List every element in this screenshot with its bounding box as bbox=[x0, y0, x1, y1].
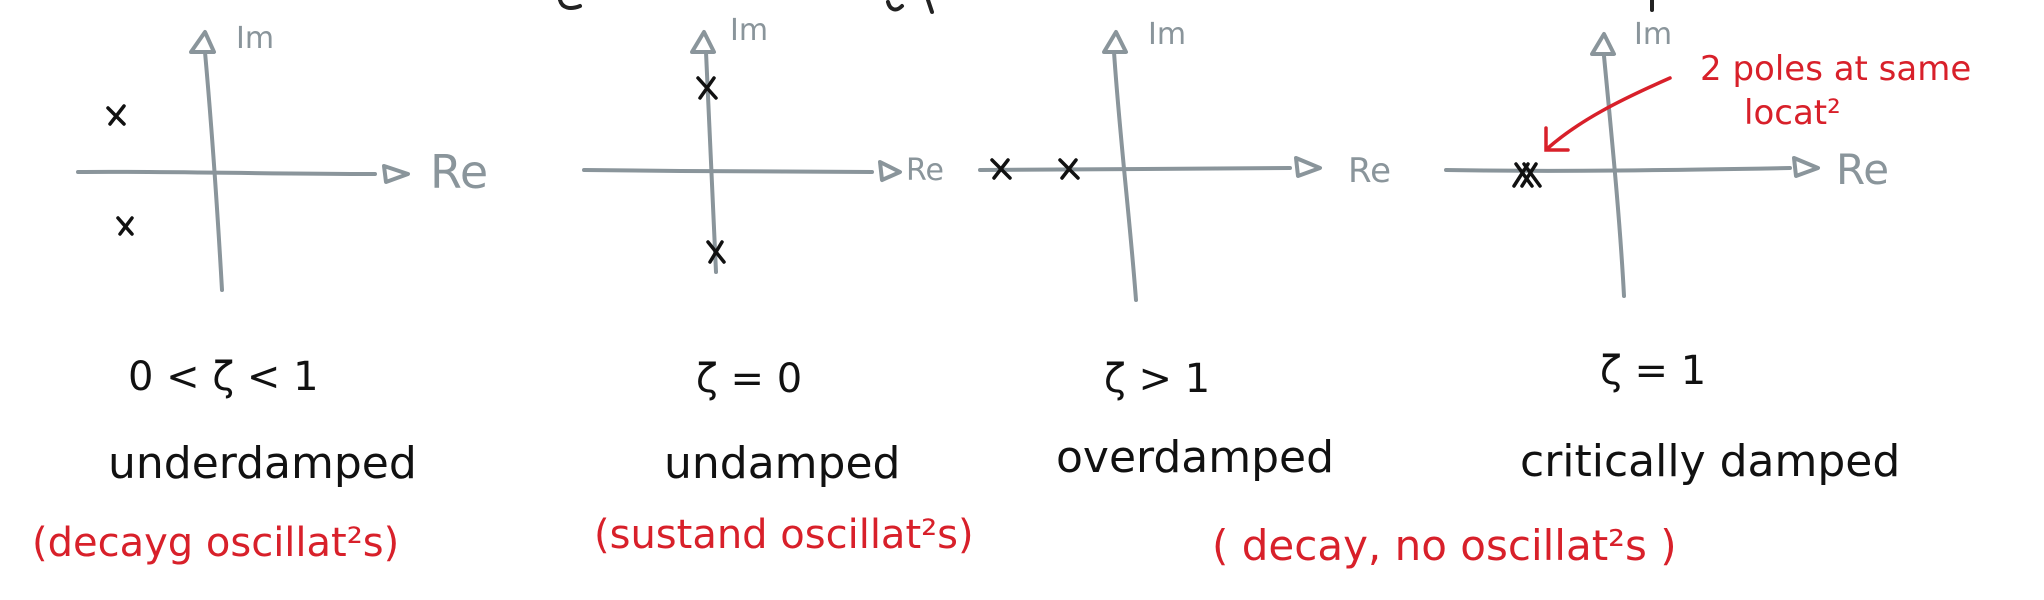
pole-marker bbox=[990, 158, 1012, 180]
pole-marker bbox=[696, 76, 718, 100]
pole-marker bbox=[706, 240, 726, 264]
shared-behavior-note: ( decay, no oscillat²s ) bbox=[1212, 521, 1677, 570]
callout-line-1: 2 poles at same bbox=[1700, 49, 1971, 89]
damping-type: critically damped bbox=[1520, 436, 1900, 487]
re-axis bbox=[582, 160, 902, 182]
im-axis bbox=[189, 30, 224, 292]
damping-condition: ζ = 1 bbox=[1600, 348, 1706, 394]
panel-overdamped: Im Re ζ > 1 overdamped bbox=[978, 17, 1391, 483]
pole-marker bbox=[106, 104, 126, 126]
callout-arrow bbox=[1544, 76, 1672, 152]
damping-condition: ζ > 1 bbox=[1104, 356, 1210, 402]
panel-critically-damped: Im Re 2 poles at same locat² ζ = 1 criti… bbox=[1444, 17, 1971, 487]
damping-condition: 0 < ζ < 1 bbox=[128, 354, 319, 400]
re-axis bbox=[1444, 156, 1820, 178]
re-label: Re bbox=[430, 145, 488, 199]
pole-marker bbox=[116, 216, 134, 236]
im-label: Im bbox=[1148, 17, 1186, 52]
damping-type: underdamped bbox=[108, 438, 417, 489]
damping-condition: ζ = 0 bbox=[696, 356, 802, 402]
re-label: Re bbox=[1836, 145, 1889, 194]
behavior-note: (sustand oscillat²s) bbox=[594, 512, 974, 558]
damping-type: overdamped bbox=[1056, 432, 1334, 483]
re-label: Re bbox=[1348, 151, 1391, 191]
damping-type: undamped bbox=[664, 438, 900, 489]
panel-undamped: Im Re ζ = 0 undamped (sustand oscillat²s… bbox=[582, 13, 974, 558]
im-label: Im bbox=[730, 13, 768, 48]
re-axis bbox=[978, 156, 1322, 178]
im-axis bbox=[690, 30, 718, 274]
behavior-note: (decayg oscillat²s) bbox=[32, 520, 399, 566]
pole-marker bbox=[1058, 158, 1080, 180]
im-label: Im bbox=[1634, 17, 1672, 52]
double-pole-marker bbox=[1512, 162, 1542, 188]
im-label: Im bbox=[236, 21, 274, 56]
callout-line-2: locat² bbox=[1744, 93, 1841, 133]
im-axis bbox=[1590, 32, 1626, 298]
re-label: Re bbox=[906, 153, 944, 188]
im-axis bbox=[1102, 30, 1138, 302]
top-scribbles bbox=[558, 0, 1654, 14]
panel-underdamped: Im Re 0 < ζ < 1 underdamped (decayg osci… bbox=[32, 21, 488, 566]
re-axis bbox=[76, 164, 410, 184]
